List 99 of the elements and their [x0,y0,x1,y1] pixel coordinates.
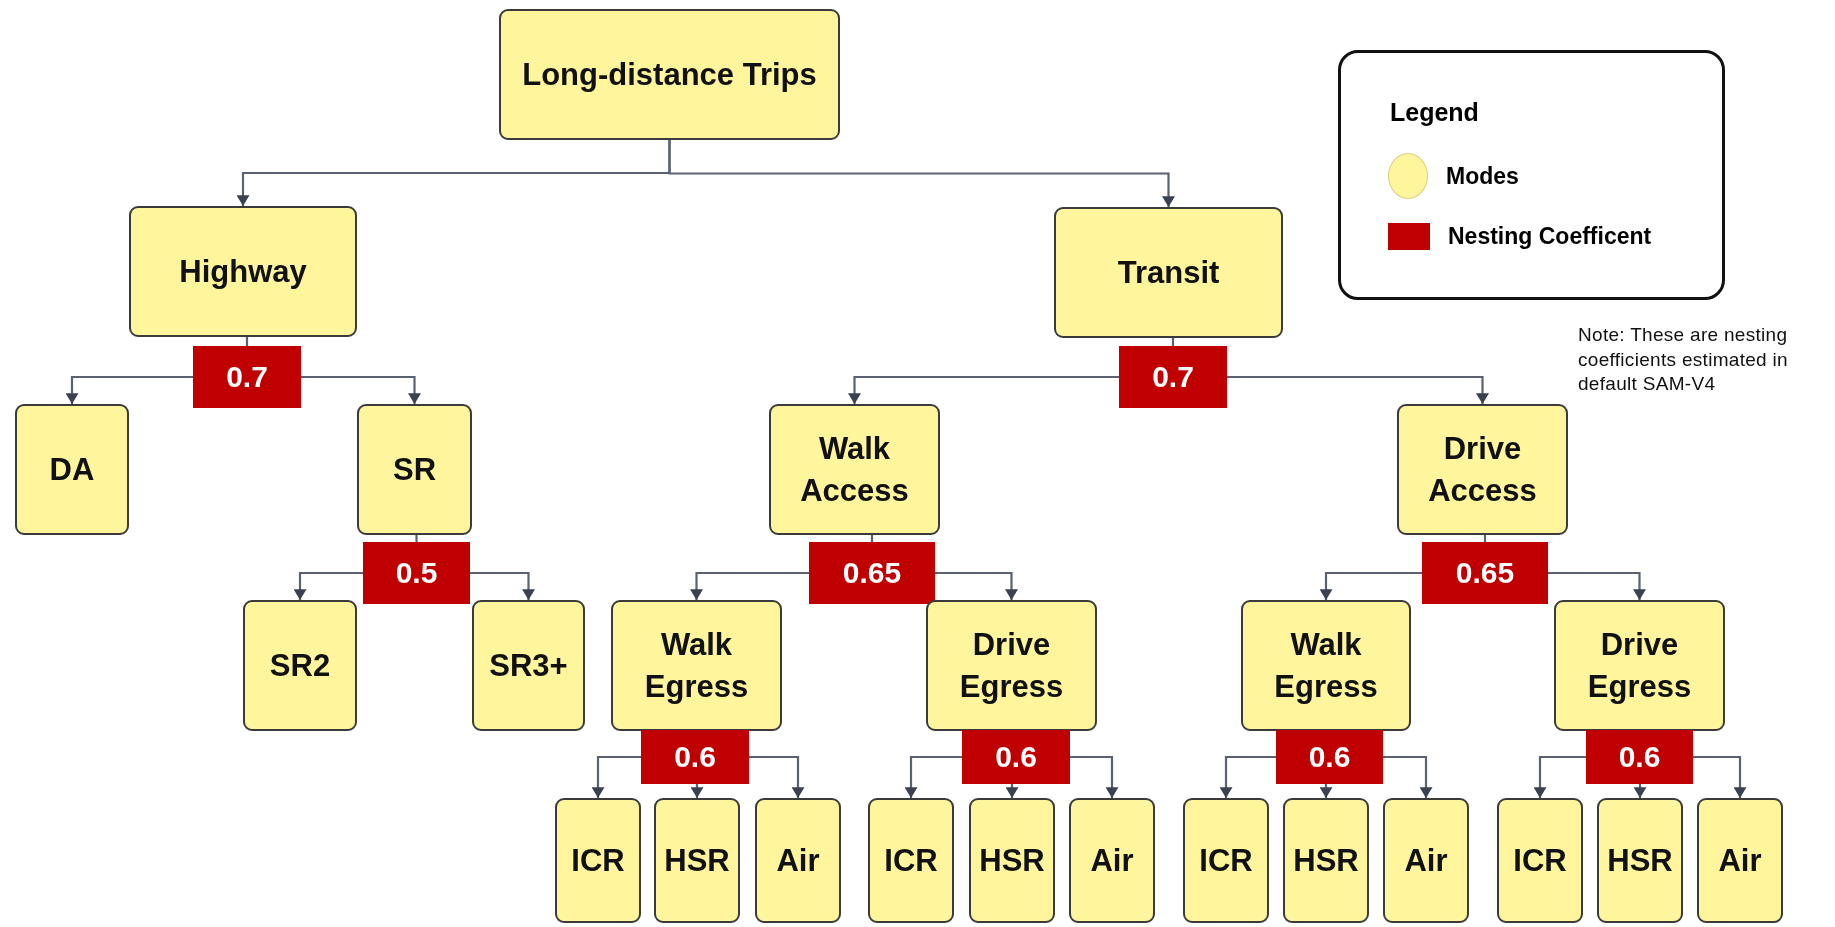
arrow [301,375,421,404]
mode-label: Highway [179,252,307,291]
coefficient-box [363,542,470,604]
mode-label: SR2 [269,646,331,685]
coefficient-value: 0.65 [1455,556,1515,590]
coefficient-box [1422,542,1548,604]
arrow [1383,755,1433,798]
mode-box [868,798,954,923]
arrow [1548,571,1646,600]
mode-label: ICR [1513,841,1567,880]
coefficient-value: 0.6 [995,740,1037,774]
mode-box [555,798,641,923]
mode-box [1597,798,1683,923]
arrow [1693,755,1747,798]
coefficient-value: 0.7 [226,360,268,394]
mode-label: Long-distance Trips [522,55,817,94]
coefficient-box [962,730,1070,784]
arrow [904,755,962,798]
arrow [690,571,809,600]
arrow [1319,571,1422,600]
mode-box [1697,798,1783,923]
mode-label: HSR [979,841,1045,880]
mode-box [499,9,840,140]
coefficient-value: 0.6 [674,740,716,774]
coefficient-box [1119,346,1227,408]
mode-label: HSR [1607,841,1673,880]
mode-label: SR [392,450,437,489]
connector-line [870,535,874,542]
mode-box [357,404,472,535]
mode-box [1241,600,1411,731]
mode-box [129,206,357,337]
mode-label: Air [1090,841,1134,880]
mode-box [243,600,357,731]
mode-box [1497,798,1583,923]
mode-box [1397,404,1568,535]
mode-label: Drive Access [1427,429,1538,510]
mode-label: Air [776,841,820,880]
note-text: Note: These are nesting coefficients estimated in default SAM-V4 [1578,323,1789,397]
arrow [1227,375,1489,404]
arrow [470,571,535,600]
arrow [1005,784,1019,798]
legend-label: Nesting Coefficent [1448,222,1652,250]
arrow [749,755,805,798]
arrow [1319,784,1333,798]
mode-label: Drive Egress [1586,625,1693,706]
coefficient-value: 0.6 [1618,740,1661,774]
mode-label: Transit [1117,253,1220,292]
coefficient-value: 0.5 [395,556,438,590]
coefficient-box [641,730,749,784]
mode-label: Drive Egress [958,625,1065,706]
mode-box [611,600,782,731]
mode-label: Walk Egress [1273,625,1379,706]
mode-label: ICR [884,841,938,880]
mode-label: Air [1718,841,1762,880]
arrow [293,571,363,600]
arrow [591,755,641,798]
mode-label: ICR [1199,841,1253,880]
mode-box [969,798,1055,923]
mode-label: Air [1404,841,1448,880]
mode-box [1054,207,1283,338]
mode-box [1069,798,1155,923]
arrow [1633,784,1647,798]
arrow [935,571,1018,600]
coefficient-box [809,542,935,604]
mode-box [1183,798,1269,923]
mode-label: DA [49,450,95,489]
arrow [848,375,1119,404]
legend-label: Modes [1446,162,1519,190]
arrow [668,140,1175,207]
connector-line [1483,535,1487,542]
coefficient-value: 0.6 [1308,740,1351,774]
mode-box [926,600,1097,731]
mode-label: HSR [1293,841,1359,880]
mode-box [755,798,841,923]
coefficient-value: 0.7 [1152,360,1194,394]
mode-label: SR3+ [489,646,568,685]
mode-label: ICR [571,841,625,880]
coefficient-box [193,346,301,408]
mode-label: Walk Egress [643,625,750,706]
mode-box [654,798,740,923]
mode-label: Walk Access [799,429,910,510]
mode-label: HSR [664,841,730,880]
arrow [1070,755,1119,798]
mode-box [1383,798,1469,923]
arrow [690,784,704,798]
mode-box [1283,798,1369,923]
mode-box [472,600,585,731]
mode-box [15,404,129,535]
mode-box [769,404,940,535]
legend-title: Legend [1390,98,1479,127]
coefficient-box [1586,730,1693,784]
coefficient-box [1276,730,1383,784]
connector-line [245,337,249,346]
connector-line [415,535,418,542]
arrow [65,375,193,404]
arrow [1219,755,1276,798]
mode-box [1554,600,1725,731]
arrow [1533,755,1586,798]
coefficient-value: 0.65 [842,556,902,590]
